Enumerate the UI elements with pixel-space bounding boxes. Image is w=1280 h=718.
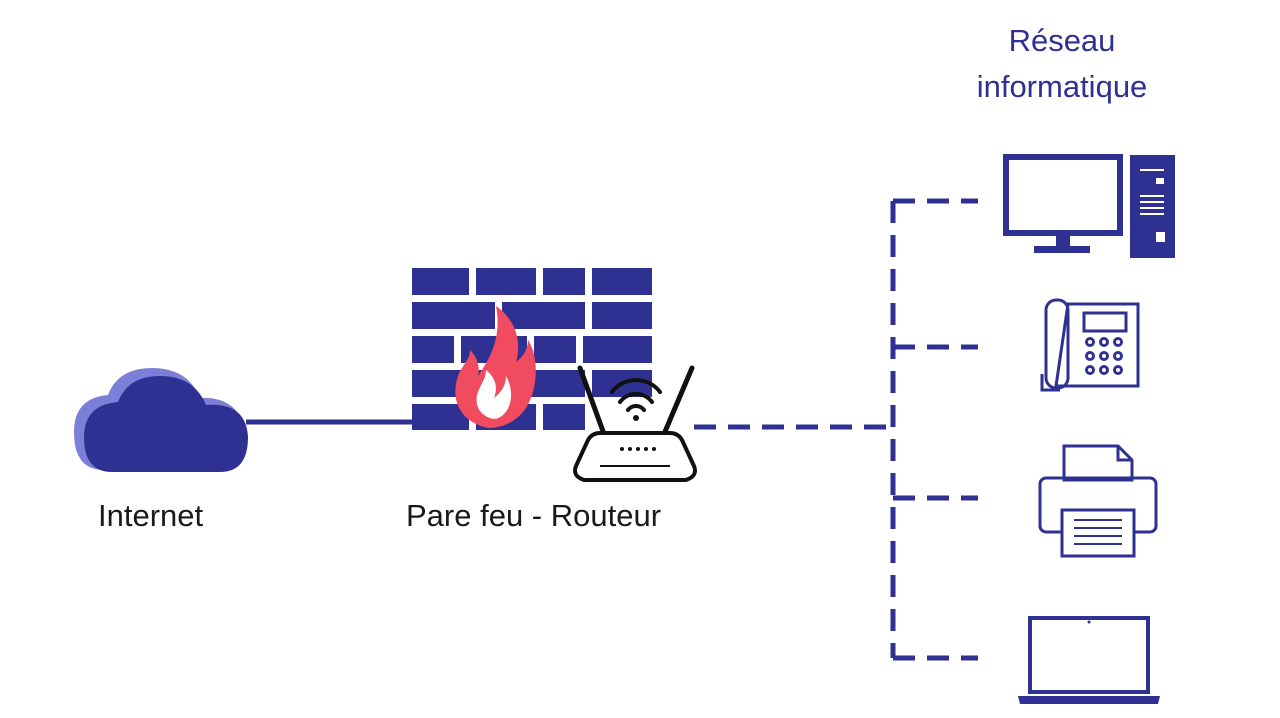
laptop-icon: [1018, 616, 1160, 704]
network-title-line2: informatique: [976, 69, 1148, 104]
network-title: Réseau informatique: [962, 18, 1162, 110]
computer-icon: [1003, 154, 1175, 258]
cloud-icon: [74, 368, 248, 472]
desk-phone-icon: [1040, 298, 1140, 392]
network-title-line1: Réseau: [1008, 23, 1116, 58]
router-icon: [573, 365, 697, 484]
firewall-router-label: Pare feu - Routeur: [406, 498, 662, 533]
branch-links: [893, 198, 978, 661]
internet-label: Internet: [98, 498, 204, 533]
wifi-icon: [610, 378, 662, 421]
flame-icon: [455, 306, 536, 428]
printer-icon: [1038, 444, 1158, 558]
